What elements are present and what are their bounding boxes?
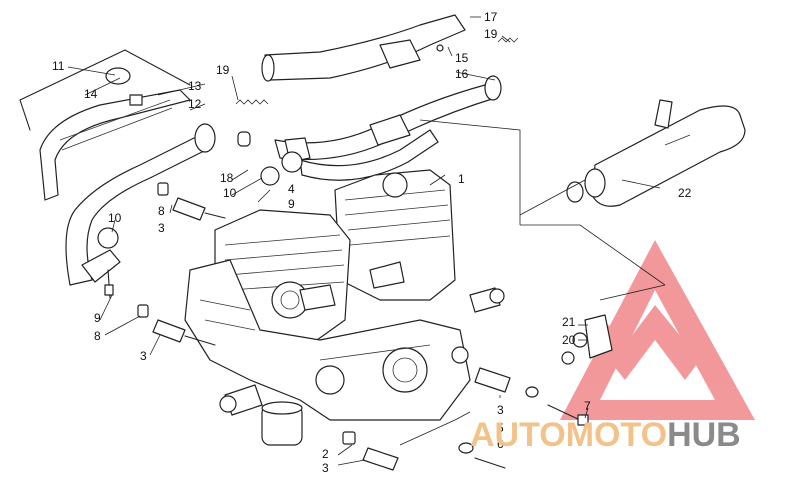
callout-10: 10 — [223, 186, 237, 200]
callout-6: 6 — [497, 437, 504, 451]
callout-2: 2 — [322, 447, 329, 461]
callout-17: 17 — [484, 10, 498, 24]
callout-19: 19 — [216, 63, 230, 77]
mount-bushing-left — [137, 304, 216, 346]
mount-bushing-right — [458, 367, 589, 469]
engine-assembly — [184, 169, 505, 446]
callout-18: 18 — [220, 171, 234, 185]
callout-14: 14 — [84, 87, 98, 101]
front-header-pipe — [65, 123, 216, 299]
mount-bushing-lower — [342, 431, 399, 471]
callout-12: 12 — [188, 97, 202, 111]
callout-3: 3 — [497, 403, 504, 417]
callout-9: 9 — [288, 197, 295, 211]
watermark-logo — [560, 240, 755, 420]
callout-3: 3 — [322, 461, 329, 475]
muffler-bracket — [561, 314, 613, 365]
callout-3: 3 — [158, 221, 165, 235]
rear-header-pipe — [261, 14, 466, 82]
watermark-text: AUTOMOTOHUB — [470, 416, 741, 454]
leader-lines — [67, 16, 666, 466]
callout-15: 15 — [455, 51, 469, 65]
callout-1: 1 — [458, 172, 465, 186]
callout-19: 19 — [484, 27, 498, 41]
callout-8: 8 — [94, 329, 101, 343]
watermark-triangle-icon — [560, 240, 755, 420]
watermark-chevron-icon — [585, 305, 700, 380]
y-pipe-collector — [237, 75, 502, 186]
muffler — [566, 99, 746, 207]
callout-10: 10 — [108, 211, 122, 225]
callout-9: 9 — [94, 311, 101, 325]
callout-13: 13 — [188, 79, 202, 93]
svg-text:AUTOMOTOHUB: AUTOMOTOHUB — [470, 416, 741, 454]
callout-20: 20 — [562, 333, 576, 347]
callout-8: 8 — [158, 204, 165, 218]
exhaust-spring — [235, 37, 519, 105]
watermark-brand-part1: AUTOMOTO — [470, 416, 667, 454]
mount-bushing-upper-left — [157, 182, 226, 221]
callout-labels: 1 2 3 3 3 3 4 5 6 7 8 8 9 9 10 10 11 12 … — [52, 10, 692, 475]
callout-21: 21 — [562, 315, 576, 329]
callout-11: 11 — [52, 59, 65, 73]
callout-22: 22 — [678, 186, 692, 200]
watermark-brand-part2: HUB — [667, 416, 741, 454]
callout-4: 4 — [288, 182, 295, 196]
heat-shield — [19, 49, 191, 201]
callout-7: 7 — [584, 399, 591, 413]
callout-16: 16 — [455, 67, 469, 81]
callout-5: 5 — [497, 421, 504, 435]
callout-3: 3 — [140, 349, 147, 363]
